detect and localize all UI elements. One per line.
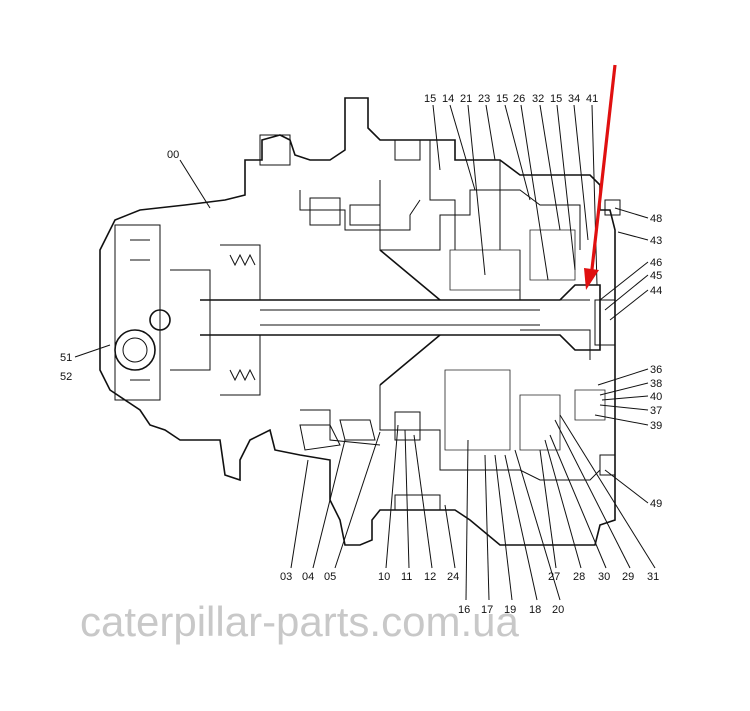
callout-bottom-0: 03 — [280, 571, 292, 583]
callout-top-3: 23 — [478, 93, 490, 105]
callout-labels: 15 14 21 23 15 26 32 15 34 41 48 43 46 4… — [60, 93, 662, 616]
callout-right-1: 43 — [650, 235, 662, 247]
callout-top-7: 15 — [550, 93, 562, 105]
callout-bottom-1: 04 — [302, 571, 314, 583]
callout-top-1: 14 — [442, 93, 454, 105]
callout-right-6: 38 — [650, 378, 662, 390]
watermark-text: caterpillar-parts.com.ua — [80, 598, 519, 645]
callout-bottom-8: 28 — [573, 571, 585, 583]
callout-bottom-5: 12 — [424, 571, 436, 583]
callout-bottom-2: 05 — [324, 571, 336, 583]
callout-bottom2-3: 18 — [529, 604, 541, 616]
callout-right-9: 39 — [650, 420, 662, 432]
callout-bottom-11: 31 — [647, 571, 659, 583]
callout-top-5: 26 — [513, 93, 525, 105]
callout-bottom2-0: 16 — [458, 604, 470, 616]
callout-left-side-0: 51 — [60, 352, 72, 364]
callout-bottom-3: 10 — [378, 571, 390, 583]
callout-right-5: 36 — [650, 364, 662, 376]
callout-right-4: 44 — [650, 285, 662, 297]
callout-bottom2-1: 17 — [481, 604, 493, 616]
callout-top-6: 32 — [532, 93, 544, 105]
callout-right-7: 40 — [650, 391, 662, 403]
callout-bottom-10: 29 — [622, 571, 634, 583]
callout-top-2: 21 — [460, 93, 472, 105]
callout-left-side-1: 52 — [60, 371, 72, 383]
callout-bottom2-2: 19 — [504, 604, 516, 616]
leader-lines — [74, 104, 656, 601]
callout-right-3: 45 — [650, 270, 662, 282]
highlight-arrow — [584, 64, 617, 290]
callout-top-0: 15 — [424, 93, 436, 105]
callout-bottom-9: 30 — [598, 571, 610, 583]
callout-top-8: 34 — [568, 93, 580, 105]
callout-top-4: 15 — [496, 93, 508, 105]
callout-right-2: 46 — [650, 257, 662, 269]
callout-left-top: 00 — [167, 149, 179, 161]
callout-bottom-6: 24 — [447, 571, 459, 583]
callout-top-9: 41 — [586, 93, 598, 105]
callout-right-10: 49 — [650, 498, 662, 510]
callout-bottom2-4: 20 — [552, 604, 564, 616]
callout-bottom-7: 27 — [548, 571, 560, 583]
housing-outline — [99, 97, 621, 546]
callout-right-0: 48 — [650, 213, 662, 225]
callout-bottom-4: 11 — [401, 571, 412, 583]
callout-right-8: 37 — [650, 405, 662, 417]
